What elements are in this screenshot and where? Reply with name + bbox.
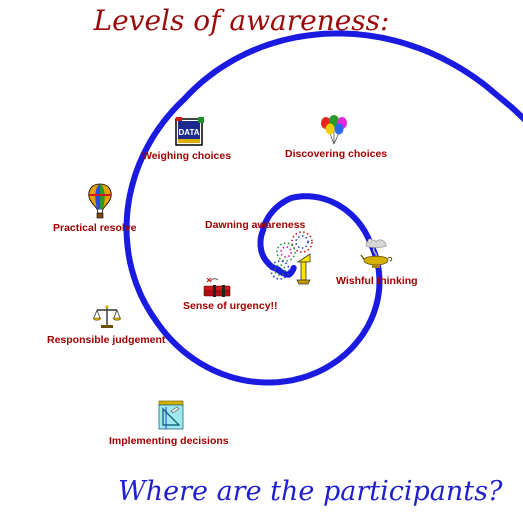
data-chart-icon: DATA: [174, 115, 204, 147]
stage-label-weighing-choices: Weighing choices: [142, 150, 232, 162]
diagram-title: Levels of awareness:: [93, 4, 390, 37]
stage-label-discovering-choices: Discovering choices: [285, 148, 388, 160]
drafting-tools-icon: [157, 399, 185, 431]
stage-label-wishful-thinking: Wishful thinking: [336, 275, 418, 287]
svg-text:DATA: DATA: [178, 128, 199, 137]
hot-air-balloon-icon: [86, 183, 114, 219]
magic-lamp-icon: [360, 236, 394, 270]
stage-label-practical-resolve: Practical resolve: [53, 222, 137, 234]
stage-label-responsible-judgement: Responsible judgement: [47, 334, 166, 346]
closing-question: Where are the participants?: [118, 476, 503, 507]
stage-label-implementing-decisions: Implementing decisions: [109, 435, 229, 447]
balloons-icon: [318, 114, 350, 146]
fireworks-icon: [264, 226, 324, 288]
scales-icon: [92, 304, 122, 328]
dynamite-icon: [200, 276, 234, 300]
awareness-spiral: [123, 30, 523, 386]
stage-label-sense-of-urgency: Sense of urgency!!: [183, 300, 278, 312]
stage-label-dawning-awareness: Dawning awareness: [205, 219, 306, 231]
